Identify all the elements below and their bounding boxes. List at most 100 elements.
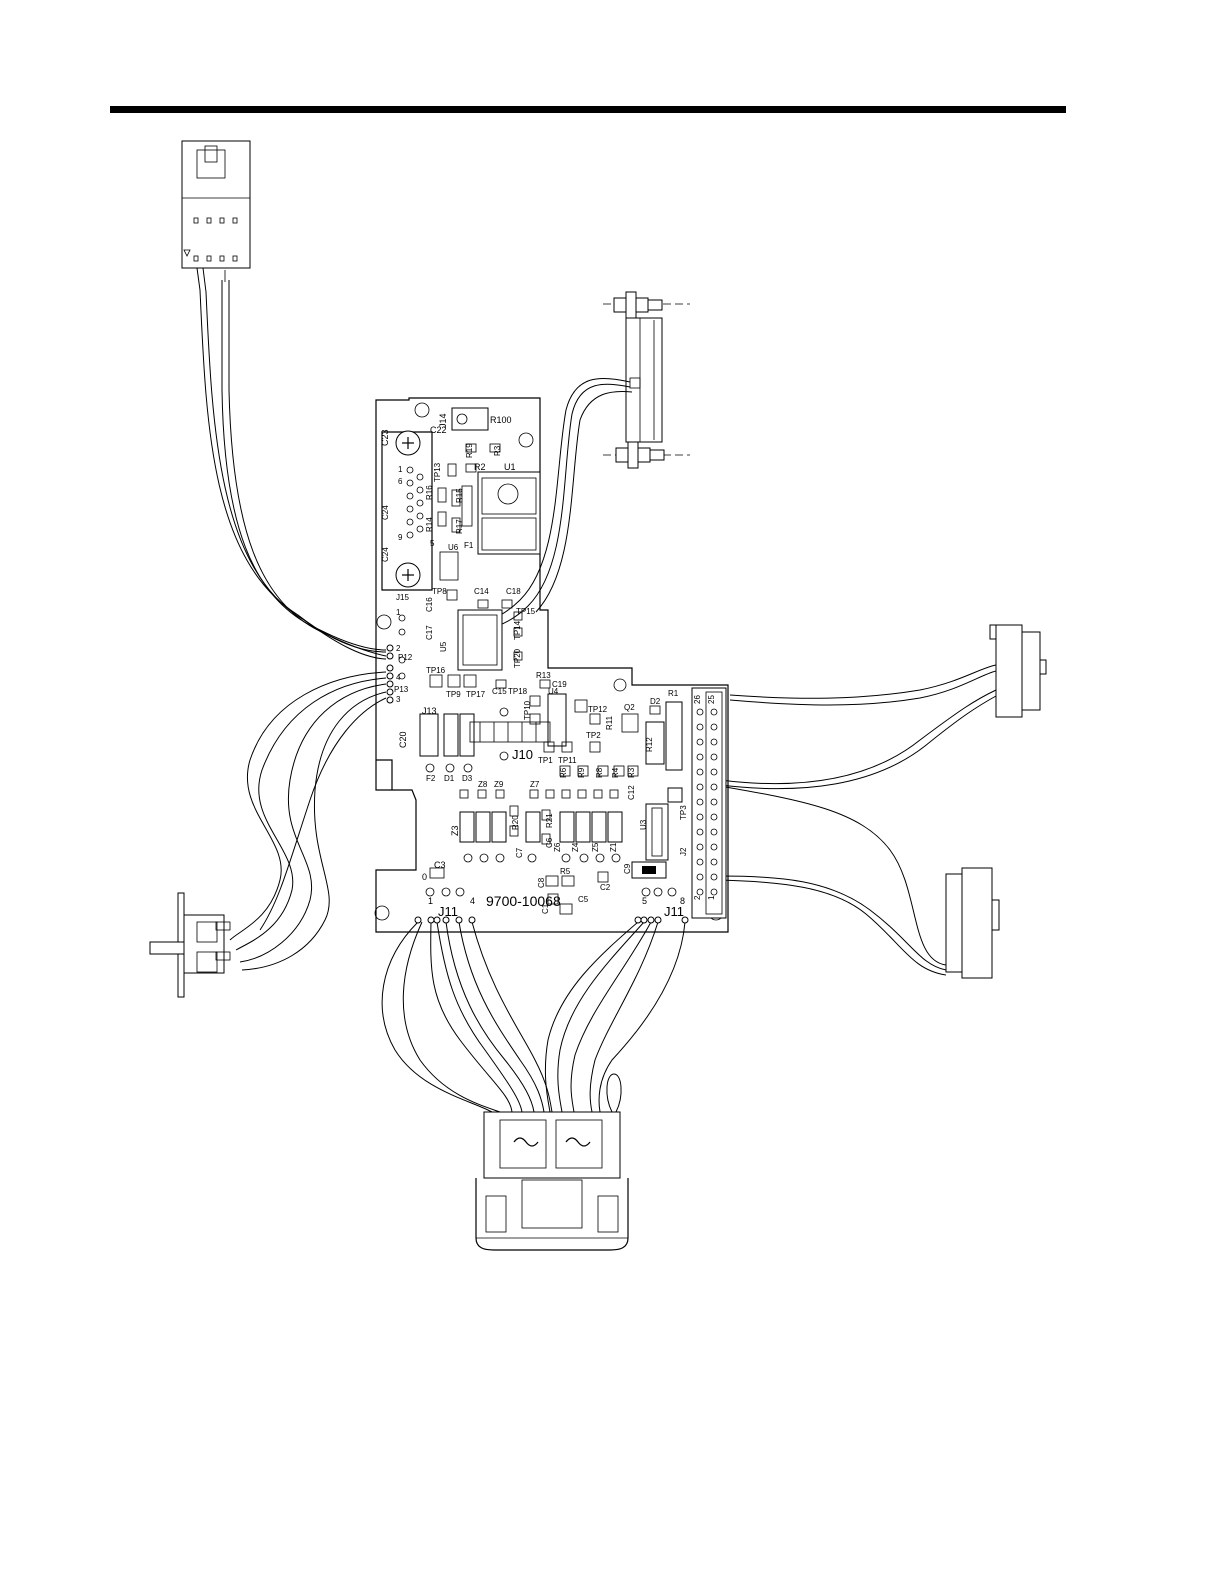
label-c24a: C24	[381, 505, 390, 520]
j2-pin	[710, 783, 718, 791]
j2-pin	[710, 723, 718, 731]
label-r3-top: R3	[493, 445, 502, 456]
label-j15-9: 9	[398, 533, 403, 542]
label-tp16: TP16	[426, 666, 446, 675]
j2-pin	[710, 768, 718, 776]
label-r16: R16	[425, 485, 434, 500]
label-tp13: TP13	[433, 462, 442, 482]
label-r4: R4	[611, 767, 620, 778]
label-c7: C7	[515, 847, 524, 858]
label-r9: R9	[577, 767, 586, 778]
label-r5: R5	[560, 867, 571, 876]
label-u1: U1	[504, 462, 516, 472]
label-r20: R20	[511, 815, 520, 830]
label-z8: Z8	[478, 780, 488, 789]
label-z6: Z6	[553, 842, 562, 852]
label-r8: R8	[595, 767, 604, 778]
label-j11-left: J11	[438, 904, 458, 919]
label-tp1: TP1	[538, 756, 553, 765]
edge-connector-top-right	[603, 291, 690, 469]
board-part-number: 9700-10068	[486, 893, 561, 909]
wire-bundle-left-switch	[229, 671, 387, 971]
label-tp11: TP11	[558, 756, 577, 765]
label-c23: C23	[380, 429, 390, 446]
j11-header-pins	[414, 916, 689, 924]
j2-pin	[710, 708, 718, 716]
label-z7: Z7	[530, 780, 540, 789]
label-z9: Z9	[494, 780, 504, 789]
j2-pin	[696, 813, 704, 821]
label-r19: R19	[465, 443, 474, 458]
header-rule	[110, 106, 1066, 113]
j15-dsub-footprint	[381, 430, 433, 591]
p12-p13-pins	[386, 614, 406, 704]
label-p12-4: 4	[396, 673, 401, 682]
label-p12: P12	[398, 653, 413, 662]
label-tp10: TP10	[523, 700, 532, 720]
label-c18: C18	[506, 587, 521, 596]
label-j2-pin26: 26	[693, 695, 702, 704]
label-u4: U4	[548, 687, 559, 696]
label-p12-1: 1	[396, 608, 401, 617]
label-r2: R2	[474, 462, 486, 472]
label-d2: D2	[650, 697, 661, 706]
label-tp20: TP20	[513, 648, 522, 668]
j2-pin	[696, 708, 704, 716]
label-j14: J14	[438, 413, 448, 428]
label-j15-1: 1	[398, 465, 403, 474]
label-j2-pin1: 1	[707, 895, 716, 900]
j2-pin	[696, 753, 704, 761]
component-field	[419, 443, 683, 915]
label-j11-pin4: 4	[470, 896, 475, 906]
j2-terminal-strip	[691, 687, 727, 919]
label-z4: Z4	[571, 842, 580, 852]
wire-bundle-bottom	[381, 921, 686, 1113]
j2-pin	[696, 738, 704, 746]
label-r21: R21	[545, 813, 554, 828]
label-j13: J13	[422, 706, 437, 716]
label-r100: R100	[490, 415, 512, 425]
label-tp2: TP2	[586, 731, 601, 740]
label-u3: U3	[639, 819, 648, 830]
j2-pin	[696, 858, 704, 866]
label-f1: F1	[464, 541, 474, 550]
label-z3: Z3	[450, 825, 460, 836]
label-p12-2: 2	[396, 644, 401, 653]
label-d3: D3	[462, 774, 473, 783]
label-j15: J15	[396, 593, 409, 602]
label-p13: P13	[394, 685, 409, 694]
label-r17: R17	[455, 519, 464, 534]
silkscreen-labels: J14 R100 C22 C23 R19 R3 TP13 R2 U1 R16 R…	[380, 413, 716, 919]
label-c22: C22	[430, 425, 447, 435]
label-c19: C19	[552, 680, 567, 689]
label-c3: C3	[434, 860, 446, 870]
label-r15: R15	[455, 488, 464, 503]
label-tp9: TP9	[446, 690, 461, 699]
j2-pin	[696, 783, 704, 791]
connector-4pin-top-left	[181, 140, 251, 269]
label-z1: Z1	[609, 842, 618, 852]
j2-pin	[696, 723, 704, 731]
label-tp17: TP17	[466, 690, 486, 699]
label-c6: C6	[545, 837, 554, 848]
label-c17: C17	[425, 625, 434, 640]
label-j2-pin2: 2	[693, 895, 702, 900]
j2-pin	[710, 843, 718, 851]
wire-bundle-top-left	[196, 267, 387, 660]
label-c5: C5	[578, 895, 589, 904]
j2-pin	[696, 798, 704, 806]
j2-pin	[710, 753, 718, 761]
label-u6: U6	[448, 543, 459, 552]
ribbon-connector-right-upper	[989, 624, 1047, 718]
label-c12: C12	[627, 785, 636, 800]
label-j10: J10	[512, 747, 533, 762]
label-tp18: TP18	[508, 687, 528, 696]
label-c2: C2	[600, 883, 611, 892]
label-r6: R6	[559, 767, 568, 778]
wire-bundle-right	[719, 664, 997, 976]
label-j11-right: J11	[664, 904, 684, 919]
label-tp8: TP8	[432, 587, 447, 596]
j2-pin	[710, 738, 718, 746]
j2-pin	[710, 858, 718, 866]
